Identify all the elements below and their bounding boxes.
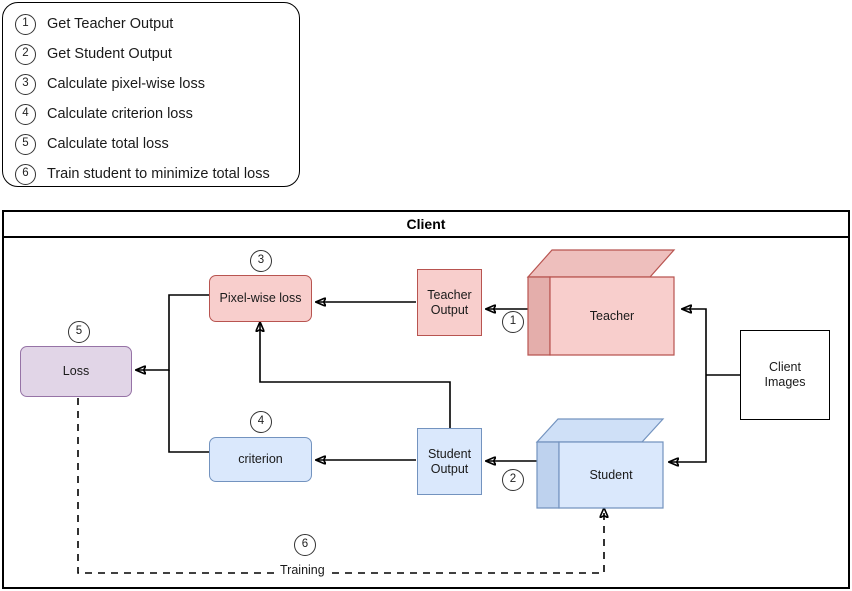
legend-number-4: 4 bbox=[15, 103, 36, 125]
node-student-output[interactable]: Student Output bbox=[417, 428, 482, 495]
step-marker-2: 2 bbox=[502, 469, 524, 491]
step-marker-6: 6 bbox=[294, 534, 316, 556]
step-marker-3: 3 bbox=[250, 250, 272, 272]
legend-panel: 1 Get Teacher Output 2 Get Student Outpu… bbox=[2, 2, 300, 187]
node-client-images-label-line1: Client bbox=[769, 360, 801, 375]
node-student-cube[interactable]: Student bbox=[535, 418, 665, 510]
legend-item-3: 3 Calculate pixel-wise loss bbox=[15, 73, 205, 95]
legend-item-1: 1 Get Teacher Output bbox=[15, 13, 173, 35]
legend-label-6: Train student to minimize total loss bbox=[47, 166, 270, 182]
step-marker-1: 1 bbox=[502, 311, 524, 333]
step-marker-3-label: 3 bbox=[257, 254, 265, 267]
legend-item-2: 2 Get Student Output bbox=[15, 43, 172, 65]
legend-label-4: Calculate criterion loss bbox=[47, 106, 193, 122]
legend-number-2: 2 bbox=[15, 43, 36, 65]
legend-label-3: Calculate pixel-wise loss bbox=[47, 76, 205, 92]
node-teacher-output-label-line1: Teacher bbox=[427, 287, 472, 302]
node-teacher-cube[interactable]: Teacher bbox=[526, 249, 676, 356]
node-teacher-output[interactable]: Teacher Output bbox=[417, 269, 482, 336]
legend-number-5: 5 bbox=[15, 133, 36, 155]
node-pixel-wise-loss[interactable]: Pixel-wise loss bbox=[209, 275, 312, 322]
legend-number-3: 3 bbox=[15, 73, 36, 95]
client-container: Client bbox=[2, 210, 850, 589]
step-marker-2-label: 2 bbox=[509, 473, 517, 486]
legend-number-6: 6 bbox=[15, 163, 36, 185]
client-title: Client bbox=[406, 216, 446, 232]
node-client-images-label-line2: Images bbox=[764, 375, 806, 389]
step-marker-4-label: 4 bbox=[257, 415, 265, 428]
client-header: Client bbox=[4, 212, 848, 238]
step-marker-6-label: 6 bbox=[301, 538, 309, 551]
node-loss-label: Loss bbox=[62, 364, 90, 379]
node-client-images[interactable]: Client Images bbox=[740, 330, 830, 420]
node-pixel-wise-loss-label: Pixel-wise loss bbox=[219, 291, 302, 306]
edge-label-training: Training bbox=[277, 563, 328, 577]
step-marker-4: 4 bbox=[250, 411, 272, 433]
legend-label-1: Get Teacher Output bbox=[47, 16, 174, 32]
node-loss[interactable]: Loss bbox=[20, 346, 132, 397]
step-marker-5: 5 bbox=[68, 321, 90, 343]
node-teacher-output-label-line2: Output bbox=[430, 302, 469, 317]
legend-label-5: Calculate total loss bbox=[47, 136, 169, 152]
legend-item-5: 5 Calculate total loss bbox=[15, 133, 169, 155]
node-criterion[interactable]: criterion bbox=[209, 437, 312, 482]
step-marker-5-label: 5 bbox=[75, 325, 83, 338]
legend-item-6: 6 Train student to minimize total loss bbox=[15, 163, 270, 185]
node-student-output-label-line2: Output bbox=[430, 461, 469, 476]
legend-label-2: Get Student Output bbox=[47, 46, 172, 62]
legend-number-1: 1 bbox=[15, 13, 36, 35]
legend-item-4: 4 Calculate criterion loss bbox=[15, 103, 193, 125]
node-criterion-label: criterion bbox=[238, 452, 283, 467]
node-student-output-label-line1: Student bbox=[427, 446, 472, 461]
step-marker-1-label: 1 bbox=[509, 315, 517, 328]
